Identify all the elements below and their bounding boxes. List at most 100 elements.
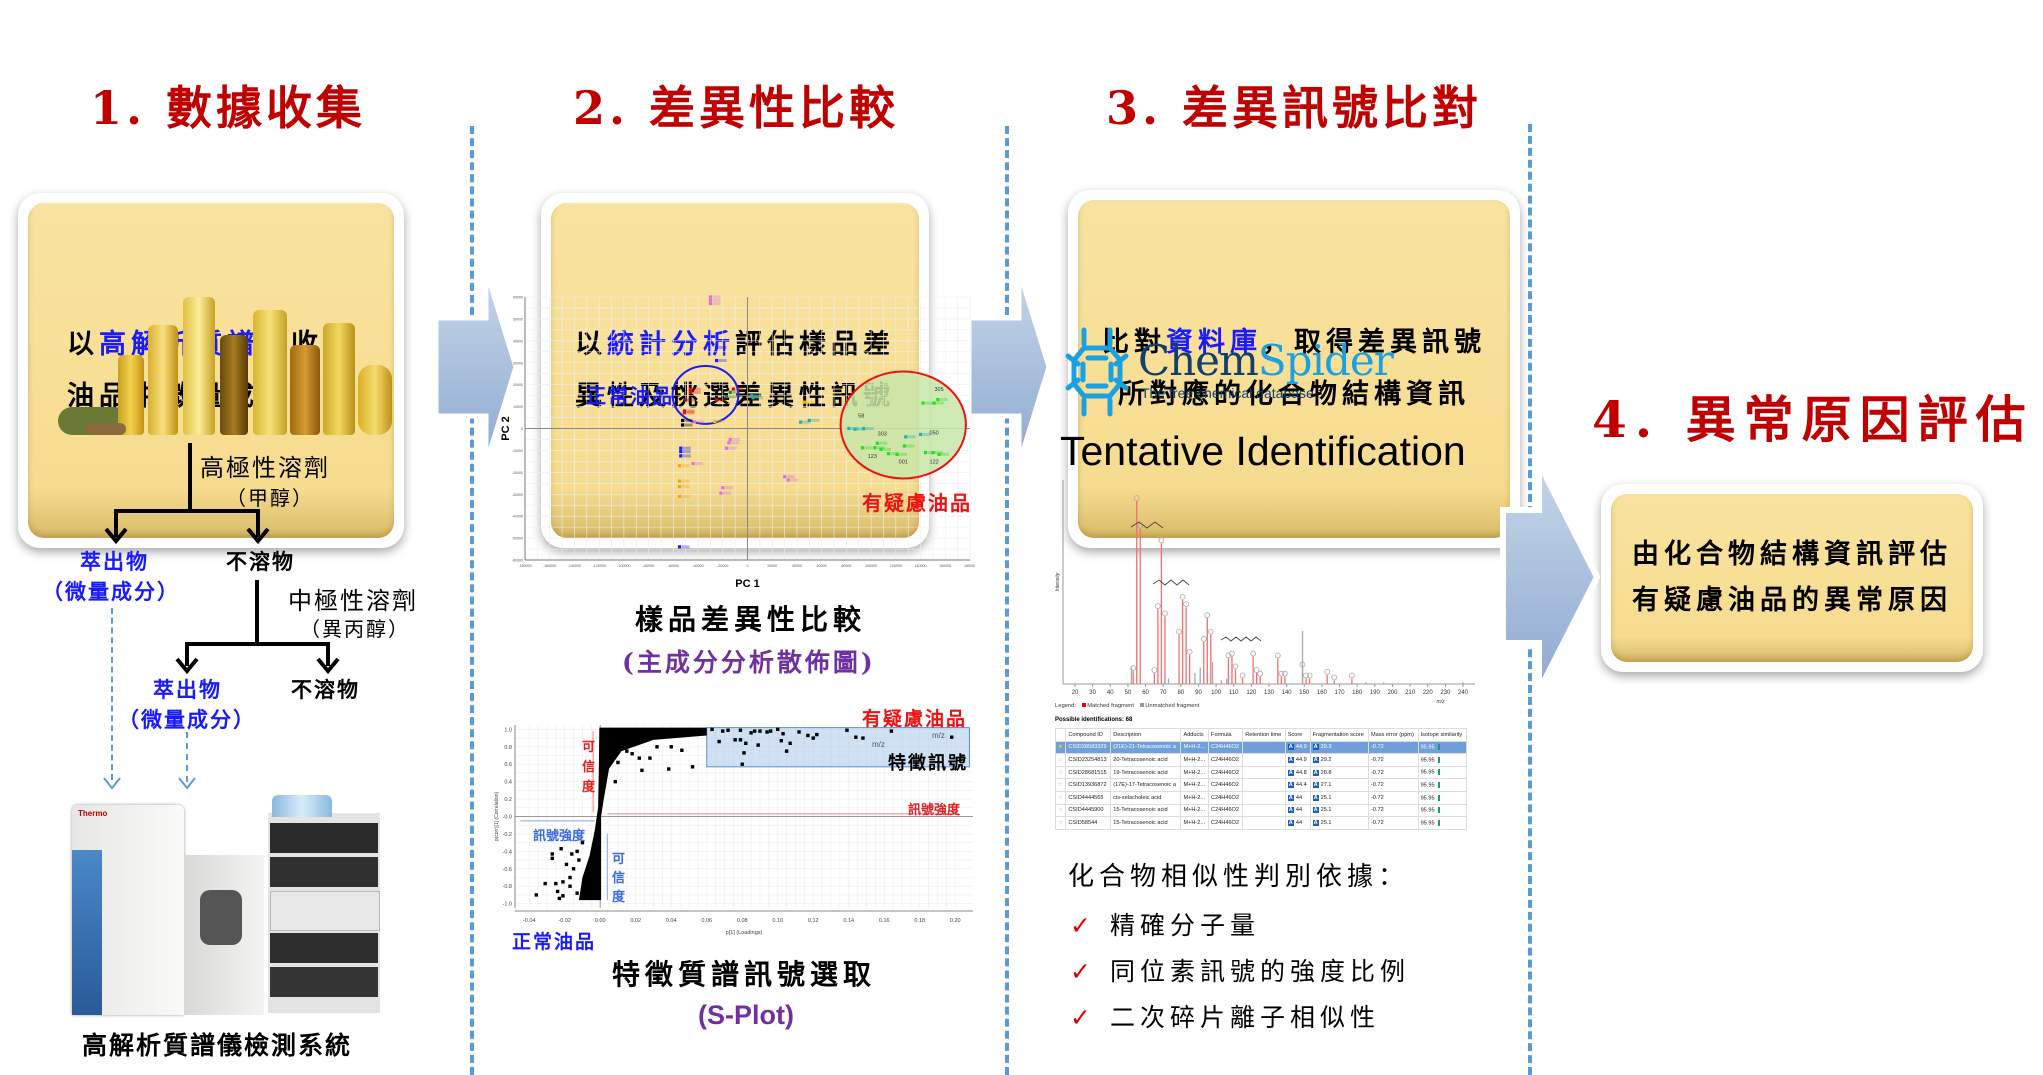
data-point-label [939,398,948,402]
star-icon[interactable]: ☆ [1054,778,1067,792]
data-point-pink [727,441,731,445]
data-point [845,728,849,732]
peak-marker [1204,612,1211,619]
column-header[interactable]: Score [1284,728,1311,742]
flow-dashed-line [186,732,188,782]
data-point [811,736,815,740]
peak-marker [1239,672,1246,679]
x-tick-label: 0 [747,564,749,568]
step2-box-line1: 以統計分析評估樣品差 [575,319,895,371]
x-tick-label: 120000 [890,564,902,568]
data-point-label [712,295,721,299]
data-point [630,752,634,756]
peak-marker [1331,674,1338,681]
column-header[interactable]: Adducts [1180,728,1210,742]
data-point [949,735,954,739]
star-icon[interactable]: ★ [1054,740,1067,755]
data-point-pink [708,301,713,306]
data-point-label [681,494,690,498]
x-tick-label: -20000 [717,564,728,568]
y-tick-label: -1.0 [503,902,512,908]
data-point [564,862,569,867]
isotope-similarity: 95.95 [1417,753,1468,767]
peak-marker [1278,670,1285,677]
column-header[interactable] [1054,728,1067,742]
star-icon[interactable]: ☆ [1054,765,1067,780]
data-point-label [696,420,705,424]
column-header[interactable]: Fragmentation score [1309,728,1369,742]
star-icon[interactable]: ☆ [1054,753,1067,767]
formula: C24H46O2 [1208,816,1244,830]
data-point [720,729,725,733]
data-point [667,767,671,771]
y-tick-label: 10000 [513,405,523,409]
peak-marker [1176,628,1182,635]
column-header[interactable]: Retention time [1242,728,1286,742]
data-point-orange [677,494,682,499]
y-tick-label: -0.4 [503,849,512,855]
data-point-label [941,452,950,456]
step3-box: 比對資料庫，取得差異訊號 所對應的化合物結構資訊 [1068,190,1520,548]
mass-error: -0.72 [1367,765,1419,780]
x-tick-label: 50 [1125,690,1132,696]
peak-marker [1154,603,1161,609]
column-header[interactable]: Description [1110,728,1182,742]
data-point [744,741,748,745]
isotope-similarity: 95.95 [1417,816,1468,830]
column-header[interactable]: Compound ID [1065,728,1112,742]
x-tick-label: 80000 [841,564,851,568]
y-tick-label: 40000 [513,339,523,343]
description: (17E)-17-Tetracosenoic a [1110,778,1182,792]
data-point [740,762,744,766]
peak-marker [1303,672,1309,679]
x-tick-label: 0.10 [772,918,783,924]
tree-line [185,642,189,666]
y-tick-label: 0.6 [504,762,512,768]
data-point [580,840,585,845]
legend-unmatched-swatch [1139,703,1144,707]
data-point-blue [679,449,683,454]
criteria-text: 精確分子量 [1109,911,1260,940]
column-header[interactable]: Isotope similarity [1417,728,1468,742]
data-point-green [879,447,883,451]
score-badge: A [1287,819,1294,826]
data-point-label [899,452,908,456]
data-point-black [681,418,685,422]
star-icon[interactable]: ☆ [1054,803,1067,818]
solvent1-label: 高極性溶劑 [200,454,330,482]
arrow-down-icon [104,527,128,545]
data-point-label [811,418,820,422]
star-icon[interactable]: ☆ [1054,816,1067,830]
peak-marker [1253,667,1260,673]
splot-caption: 特徵質譜訊號選取 [612,958,877,991]
data-point-green [923,451,928,455]
x-tick-label: 90 [1195,690,1202,696]
tree-line [326,642,330,666]
data-point [784,749,789,753]
retention-time [1242,765,1286,780]
formula: C24H46O2 [1208,753,1244,767]
column-header[interactable]: Mass error (ppm) [1367,728,1419,742]
data-point-label [682,450,691,454]
data-point [806,733,810,738]
mass-error: -0.72 [1367,740,1419,755]
retention-time [1242,790,1286,805]
data-point [550,852,554,856]
star-icon[interactable]: ☆ [1054,790,1067,805]
mass-error: -0.72 [1367,803,1419,818]
column-header[interactable]: Formula [1208,728,1244,742]
x-tick-label: 130 [1264,690,1275,696]
splot-sub-caption: (S-Plot) [698,1000,794,1030]
x-tick-label: 0.18 [914,918,925,924]
x-tick-label: 230 [1440,690,1451,696]
x-tick-label: 190 [1370,690,1381,696]
